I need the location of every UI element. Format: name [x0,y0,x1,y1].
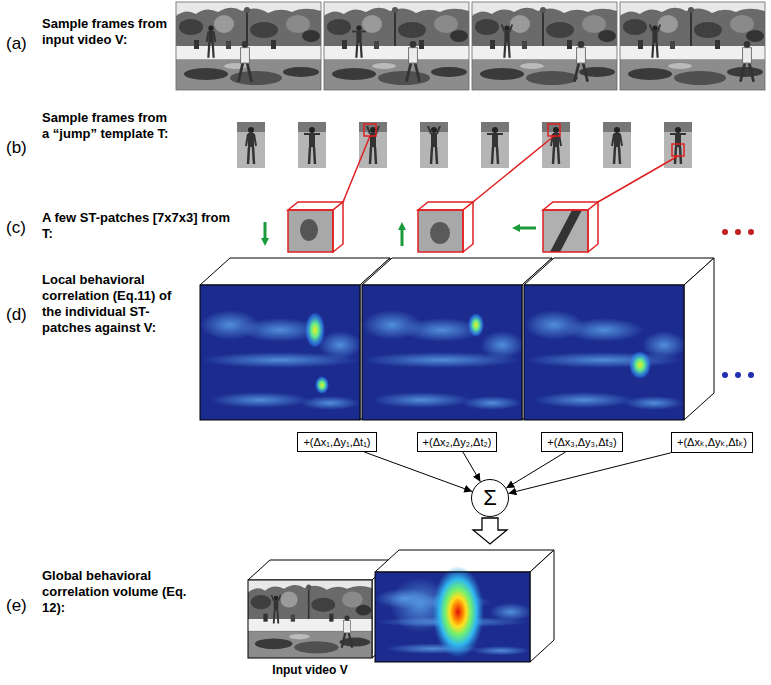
continuation-dots [722,372,754,378]
node-text: +(Δx₂,Δy₂,Δt₂) [423,436,492,448]
template-frames [237,122,692,168]
video-frame [176,2,321,90]
hollow-arrow [473,518,507,544]
leader-line [598,156,678,202]
node-text: +(Δxₖ,Δyₖ,Δtₖ) [677,436,747,449]
connector [463,452,480,482]
video-frame [324,2,469,90]
video-frame [620,2,765,90]
template-frame [481,122,509,168]
template-frame [542,122,570,168]
row-tag: (d) [6,305,40,325]
row-caption: A few ST-patches [7x7x3] from T: [42,210,242,242]
node-text: +(Δx₃,Δy₃,Δt₃) [547,436,616,448]
leader-line [473,136,554,202]
row-tag: (b) [6,138,40,158]
motion-arrows [265,222,536,246]
row-caption: Sample frames from input video V: [42,16,174,48]
motion-arrow [264,222,267,242]
row-tag: (a) [6,34,40,54]
motion-arrow [516,227,536,230]
st-patch-cube [288,202,343,252]
template-frame [420,122,448,168]
offset-box: +(Δx₂,Δy₂,Δt₂) [417,432,498,452]
row-tag: (e) [6,596,40,616]
row-caption: Sample frames from a “jump” template T: [42,110,177,142]
input-frames [176,2,765,90]
row-tag: (c) [6,218,40,238]
patch-marker [672,144,684,156]
connector [508,453,671,494]
volume-caption: Input video V [248,663,372,677]
global-correlation-volume [375,550,554,662]
template-frame [359,122,387,168]
leader-line [343,136,370,202]
st-patch-cube [543,202,598,252]
patch-marker [364,124,376,136]
offset-box: +(Δx₁,Δy₁,Δt₁) [297,432,376,452]
node-text: +(Δx₁,Δy₁,Δt₁) [303,436,370,448]
template-frame [237,122,265,168]
patch-selection [343,124,684,202]
offset-box: +(Δxₖ,Δyₖ,Δtₖ) [671,432,753,453]
video-frame [472,2,617,90]
motion-arrow [401,226,404,246]
continuation-dots [722,229,754,235]
input-volume [248,560,394,658]
node-text: Σ [483,485,497,511]
template-frame [603,122,631,168]
row-caption: Global behavioral correlation volume (Eq… [42,568,192,616]
connector [364,452,472,491]
offset-box: +(Δx₃,Δy₃,Δt₃) [541,432,622,452]
template-frame [298,122,326,168]
patch-marker [548,124,560,136]
sum-circle: Σ [471,479,509,517]
st-patch-cube [418,202,473,252]
row-caption: Local behavioral correlation (Eq.11) of … [42,272,192,335]
connector [506,452,565,488]
correlation-volume [524,258,714,420]
